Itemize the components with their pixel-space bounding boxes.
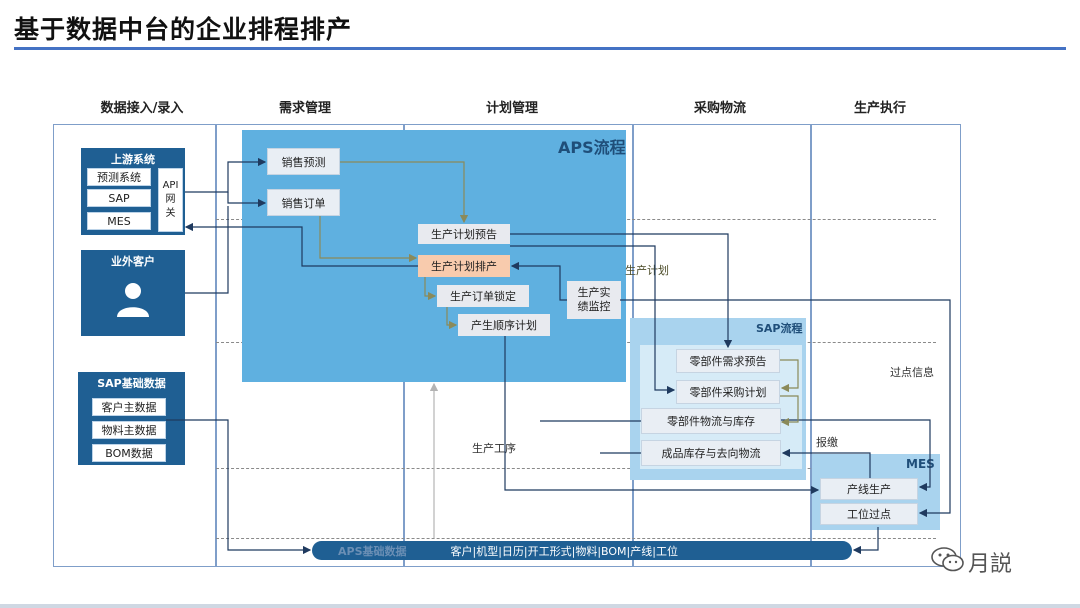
parts-demand-forecast-box: 零部件需求预告: [676, 349, 780, 373]
production-process-label: 生产工序: [472, 442, 516, 455]
aps-base-data-label: APS基础数据: [338, 544, 407, 558]
parts-logistics-inventory-box: 零部件物流与库存: [641, 408, 781, 434]
sap-base-data-header: SAP基础数据: [97, 377, 166, 390]
parts-purchase-plan-box: 零部件采购计划: [676, 380, 780, 404]
production-plan-label: 生产计划: [625, 264, 669, 277]
material-master-data-item: 物料主数据: [92, 421, 166, 439]
upstream-systems-header: 上游系统: [111, 153, 155, 166]
column-header-execution: 生产执行: [853, 101, 906, 116]
customer-master-data-item: 客户主数据: [92, 398, 166, 416]
lane-data-input: [53, 124, 216, 567]
report-label: 报缴: [816, 436, 838, 449]
pass-info-label: 过点信息: [890, 366, 934, 379]
separator-line: [216, 538, 936, 539]
page-title: 基于数据中台的企业排程排产: [14, 15, 353, 44]
person-icon: [117, 283, 149, 317]
production-plan-forecast-box: 生产计划预告: [418, 224, 510, 244]
column-header-procurement: 采购物流: [693, 101, 746, 116]
api-gateway-box: API 网 关: [158, 168, 183, 232]
aps-title: APS流程: [558, 138, 626, 157]
sequence-plan-box: 产生顺序计划: [458, 314, 550, 336]
station-pass-box: 工位过点: [820, 503, 918, 525]
production-order-lock-box: 生产订单锁定: [437, 285, 529, 307]
watermark-text: 月説: [968, 552, 1013, 577]
mes-title: MES: [906, 457, 935, 471]
sales-forecast-box: 销售预测: [267, 148, 340, 175]
forecast-system-item: 预测系统: [87, 168, 151, 186]
title-underline: [14, 47, 1066, 50]
sales-order-box: 销售订单: [267, 189, 340, 216]
mes-system-item: MES: [87, 212, 151, 230]
production-scheduling-box: 生产计划排产: [418, 255, 510, 277]
column-header-planning: 计划管理: [485, 101, 538, 116]
footer-line: [0, 604, 1080, 608]
line-production-box: 产线生产: [820, 478, 918, 500]
production-monitor-box: 生产实 绩监控: [567, 281, 621, 319]
finished-goods-logistics-box: 成品库存与去向物流: [641, 440, 781, 466]
column-header-data-input: 数据接入/录入: [100, 101, 184, 116]
bom-data-item: BOM数据: [92, 444, 166, 462]
column-header-demand: 需求管理: [278, 101, 331, 116]
external-customer-header: 业外客户: [111, 255, 155, 268]
sap-system-item: SAP: [87, 189, 151, 207]
sap-title: SAP流程: [756, 322, 803, 335]
aps-base-data-items: 客户|机型|日历|开工形式|物料|BOM|产线|工位: [450, 544, 678, 558]
wechat-icon: [931, 547, 964, 572]
aps-base-data-bar: APS基础数据 客户|机型|日历|开工形式|物料|BOM|产线|工位: [312, 541, 852, 560]
